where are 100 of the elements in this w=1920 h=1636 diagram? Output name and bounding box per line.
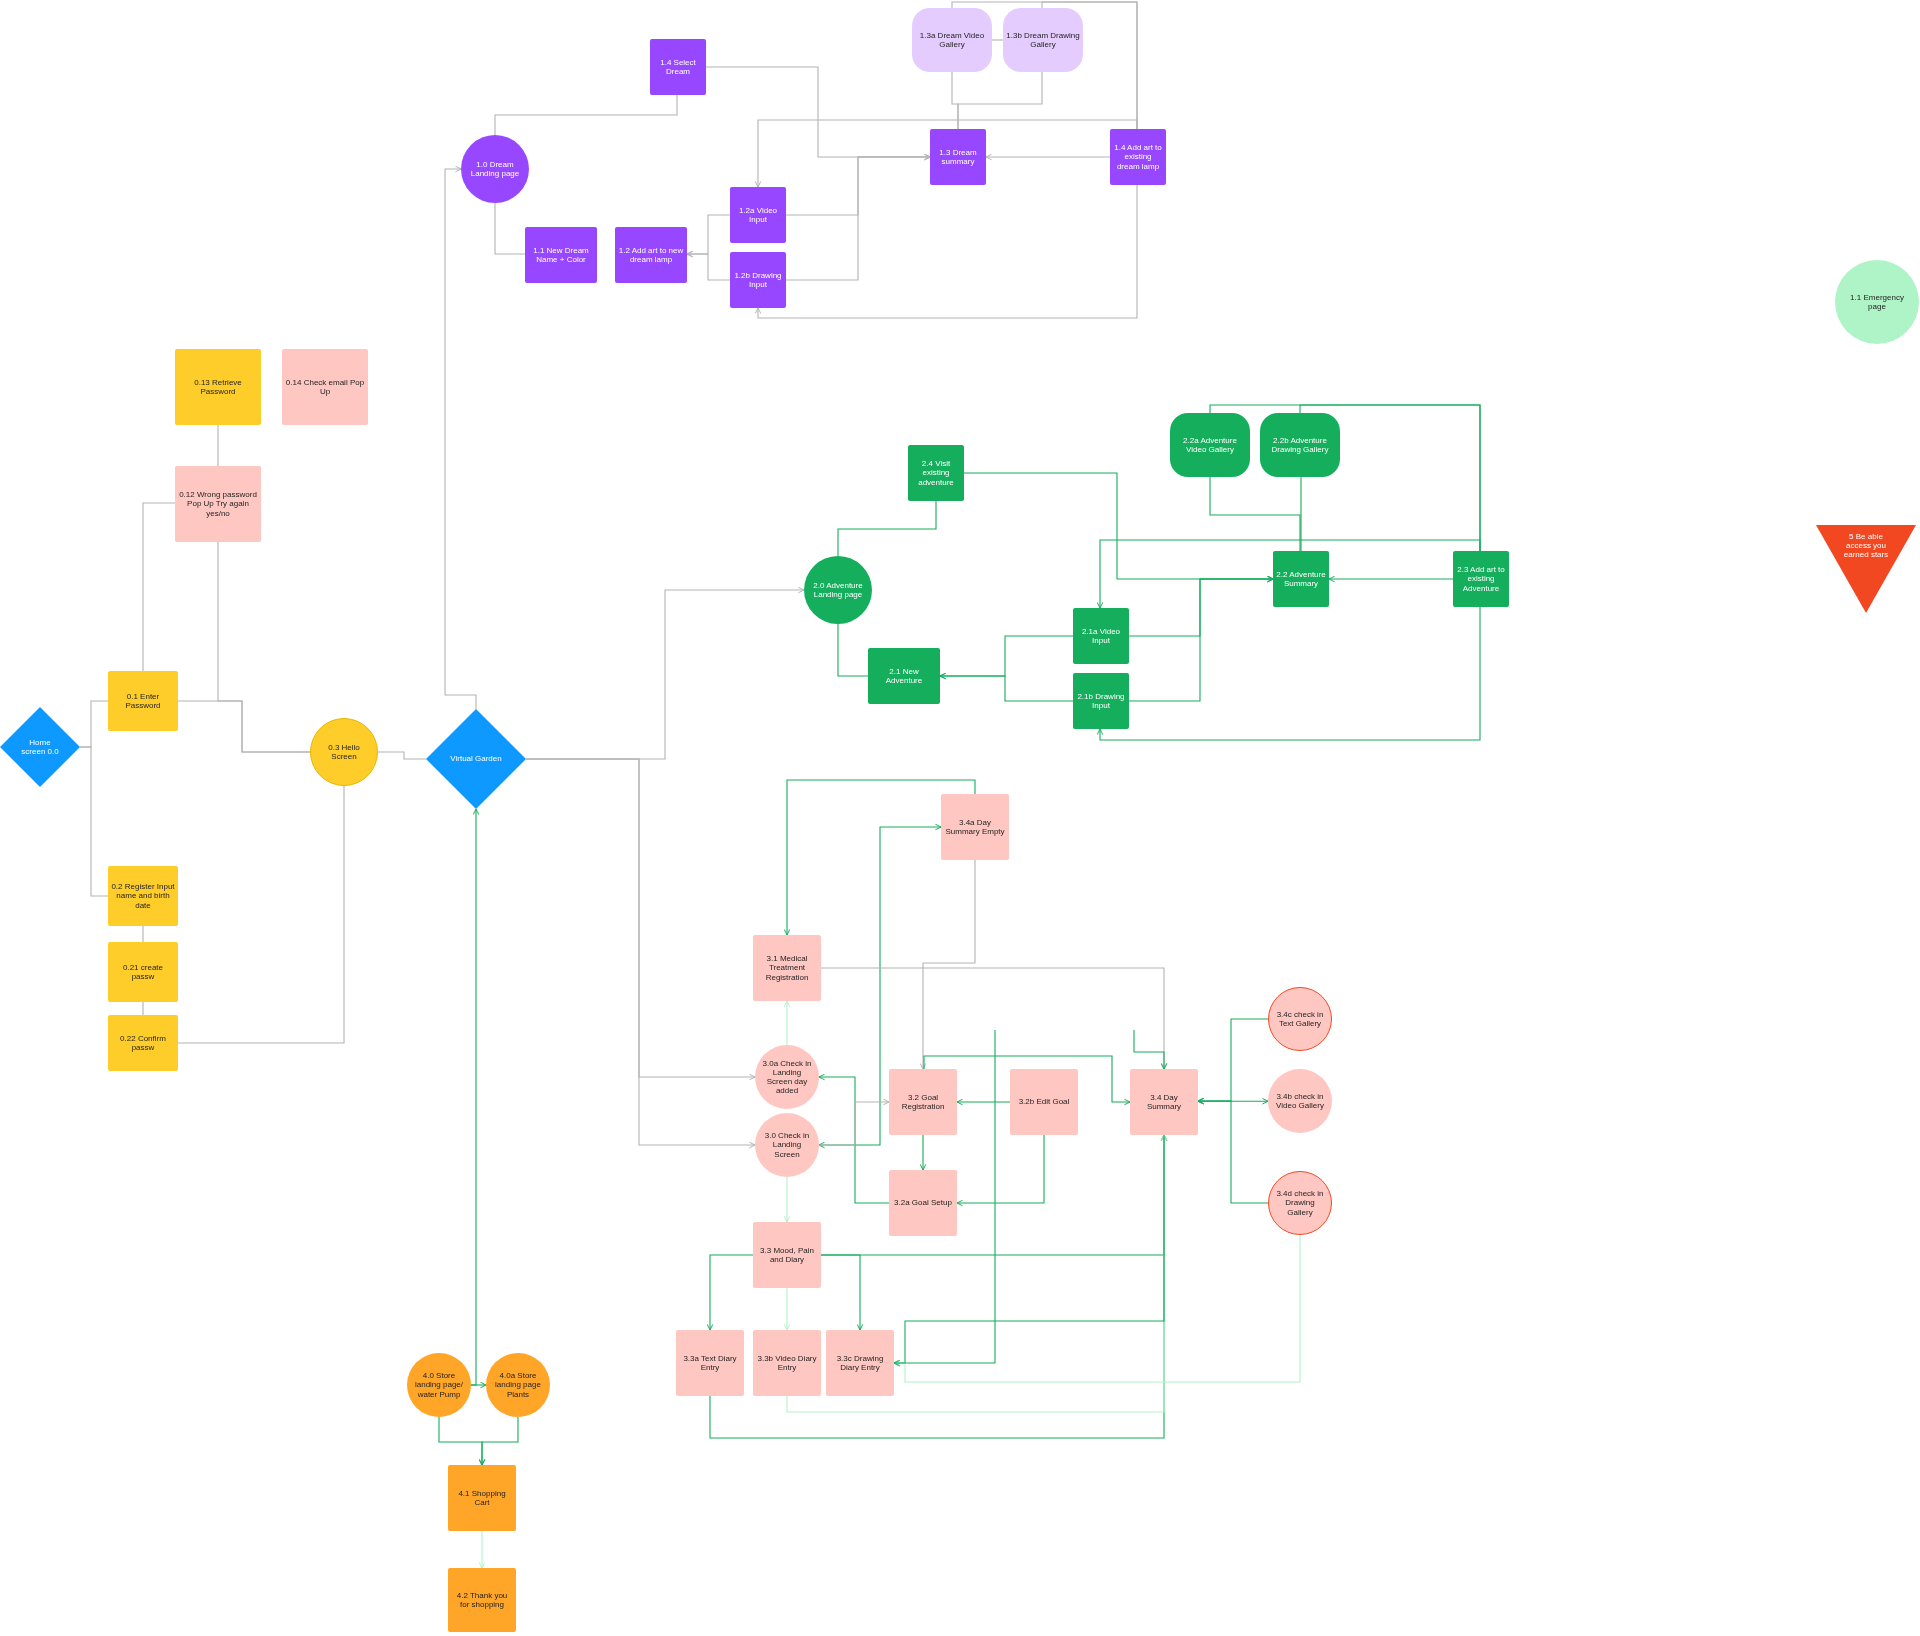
process-box bbox=[1073, 673, 1129, 729]
gallery-card bbox=[1003, 8, 1083, 72]
arrow bbox=[919, 859, 976, 1070]
arrow bbox=[893, 1029, 996, 1367]
node-label: 2.0 Adventure Landing page bbox=[812, 580, 864, 600]
arrow bbox=[1197, 1097, 1269, 1204]
node-label: 3.1 Medical Treatment Registration bbox=[764, 954, 810, 982]
node-label: 1.1 Emergency page bbox=[1849, 292, 1905, 312]
node-label: 2.1 New Adventure bbox=[884, 666, 924, 686]
process-box bbox=[730, 187, 786, 243]
process-box bbox=[1110, 129, 1166, 185]
connector-line bbox=[837, 500, 937, 557]
connector-line bbox=[142, 925, 144, 943]
node-label: 3.4d check in Drawing Gallery bbox=[1275, 1189, 1325, 1217]
decision-diamond bbox=[0, 707, 80, 787]
connector-line bbox=[1209, 476, 1301, 552]
process-box bbox=[650, 39, 706, 95]
arrow bbox=[686, 250, 731, 281]
node-label: 3.3a Text Diary Entry bbox=[682, 1353, 738, 1373]
arrow bbox=[923, 1055, 1131, 1106]
connector-line bbox=[142, 1001, 144, 1016]
arrow bbox=[818, 1098, 890, 1146]
process-box bbox=[753, 1222, 821, 1288]
node-label: 4.2 Thank you for shopping bbox=[455, 1590, 509, 1610]
arrow bbox=[783, 1287, 791, 1331]
process-box bbox=[1130, 1069, 1198, 1135]
arrow bbox=[956, 1134, 1045, 1207]
node-label: 0.12 Wrong password Pop Up Try again yes/no bbox=[178, 490, 258, 518]
arrow bbox=[525, 758, 756, 1149]
arrow bbox=[1096, 539, 1481, 609]
node-label: 0.14 Check email Pop Up bbox=[285, 377, 365, 397]
process-box bbox=[908, 445, 964, 501]
node-label: 4.1 Shopping Cart bbox=[457, 1488, 507, 1508]
process-box bbox=[753, 935, 821, 1001]
node-label: 0.3 Hello Screen bbox=[327, 742, 361, 762]
node-label: Home screen 0.0 bbox=[20, 737, 60, 757]
node-label: 3.4c check in Text Gallery bbox=[1275, 1009, 1325, 1029]
node-label: Virtual Garden bbox=[449, 754, 503, 764]
node-label: 5 Be able access you earned stars bbox=[1842, 532, 1890, 560]
node-label: 3.4a Day Summary Empty bbox=[944, 817, 1006, 837]
arrow bbox=[783, 1000, 791, 1046]
arrow bbox=[478, 1530, 486, 1569]
arrow bbox=[1328, 575, 1454, 583]
connector-line bbox=[177, 700, 311, 753]
node-label: 1.3 Dream summary bbox=[938, 147, 978, 167]
process-box bbox=[1273, 551, 1329, 607]
node-label: 3.0 Check in Landing Screen bbox=[763, 1131, 811, 1159]
node-label: 2.2 Adventure Summary bbox=[1276, 569, 1326, 589]
gallery-card bbox=[1170, 413, 1250, 477]
connector-line bbox=[494, 94, 678, 136]
arrow bbox=[444, 165, 477, 710]
connector-line bbox=[1300, 476, 1302, 552]
process-box bbox=[889, 1069, 957, 1135]
process-box bbox=[525, 227, 597, 283]
arrow bbox=[754, 184, 1138, 319]
connector-line bbox=[142, 502, 176, 672]
decision-diamond bbox=[426, 709, 526, 809]
process-box bbox=[730, 252, 786, 308]
arrow bbox=[956, 1098, 1011, 1106]
node-label: 1.2 Add art to new dream lamp bbox=[618, 245, 684, 265]
node-label: 0.1 Enter Password bbox=[124, 691, 162, 711]
node-label: 1.3b Dream Drawing Gallery bbox=[1006, 30, 1080, 50]
process-box bbox=[1073, 608, 1129, 664]
node-label: 3.4b check in Video Gallery bbox=[1275, 1091, 1325, 1111]
arrow bbox=[985, 153, 1111, 161]
node-label: 1.2a Video Input bbox=[737, 205, 779, 225]
process-box bbox=[868, 648, 940, 704]
connector-line bbox=[991, 39, 1004, 41]
arrow bbox=[706, 1254, 754, 1331]
process-box bbox=[676, 1330, 744, 1396]
node-label: 2.2b Adventure Drawing Gallery bbox=[1270, 435, 1330, 455]
process-box bbox=[448, 1465, 516, 1531]
process-box bbox=[175, 349, 261, 425]
warning-triangle bbox=[1816, 525, 1916, 613]
arrow bbox=[1096, 606, 1481, 741]
process-box bbox=[941, 794, 1009, 860]
process-box bbox=[889, 1170, 957, 1236]
process-box bbox=[108, 942, 178, 1002]
arrow bbox=[1133, 1029, 1168, 1070]
arrow bbox=[470, 1381, 487, 1389]
process-box bbox=[615, 227, 687, 283]
node-label: 3.2b Edit Goal bbox=[1017, 1097, 1071, 1107]
arrow bbox=[478, 1416, 519, 1466]
process-box bbox=[826, 1330, 894, 1396]
node-label: 2.2a Adventure Video Gallery bbox=[1182, 435, 1238, 455]
node-label: 2.1a Video Input bbox=[1080, 626, 1122, 646]
process-box bbox=[753, 1330, 821, 1396]
node-label: 3.3b Video Diary Entry bbox=[756, 1353, 818, 1373]
node-label: 3.3 Mood, Pain and Diary bbox=[759, 1245, 815, 1265]
connector-line bbox=[837, 623, 869, 677]
node-label: 3.3c Drawing Diary Entry bbox=[835, 1353, 885, 1373]
connector-line bbox=[377, 751, 427, 760]
node-label: 1.1 New Dream Name + Color bbox=[532, 245, 590, 265]
node-label: 4.0a Store landing page Plants bbox=[494, 1371, 542, 1399]
connector-line bbox=[494, 202, 526, 255]
node-label: 0.21 create passw bbox=[122, 962, 164, 982]
node-label: 3.2 Goal Registration bbox=[900, 1092, 946, 1112]
arrow bbox=[783, 779, 976, 936]
arrow bbox=[754, 119, 1138, 188]
process-box bbox=[282, 349, 368, 425]
